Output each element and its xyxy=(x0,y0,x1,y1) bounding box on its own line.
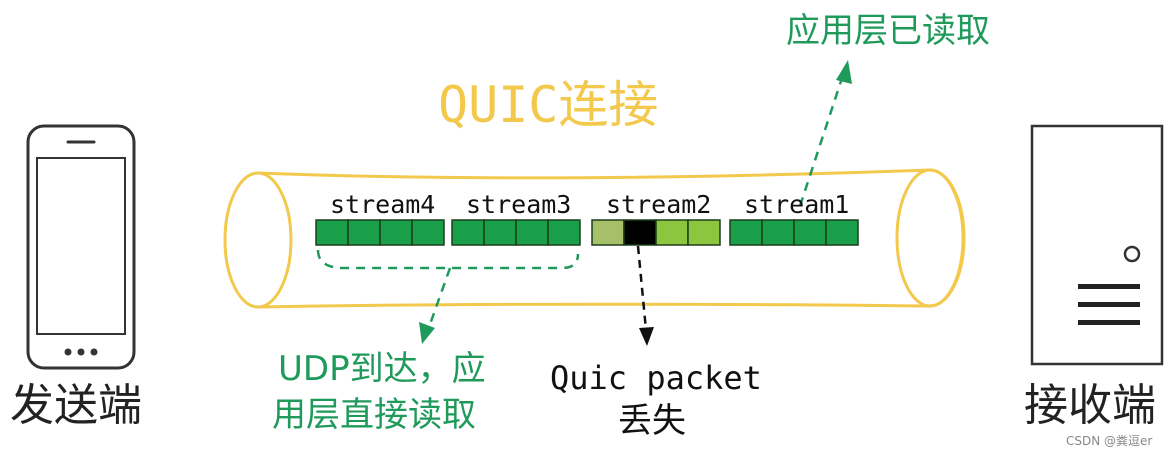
pipe-right-end xyxy=(895,168,965,308)
watermark: CSDN @粪逗er xyxy=(1066,434,1153,448)
packet-stream3-1 xyxy=(451,219,485,246)
received-bracket xyxy=(316,249,580,270)
stream-label-stream1: stream1 xyxy=(744,190,850,219)
app-read-note: 应用层已读取 xyxy=(786,11,990,51)
packet-stream4-3 xyxy=(379,219,413,246)
stream-label-stream3: stream3 xyxy=(466,190,572,219)
pipe-left-end xyxy=(223,171,293,309)
smartphone-icon xyxy=(26,124,136,370)
packet-stream3-4 xyxy=(547,219,581,246)
arrow-app-read xyxy=(798,60,852,207)
packet-stream4-1 xyxy=(315,219,349,246)
arrow-udp xyxy=(419,267,452,344)
packet-stream2-3 xyxy=(655,219,689,246)
receiver-label: 接收端 xyxy=(1024,380,1156,431)
diagram-title: QUIC连接 xyxy=(438,76,659,134)
packet-stream2-1 xyxy=(591,219,625,246)
packet-stream2-2 xyxy=(623,219,657,246)
packet-stream3-3 xyxy=(515,219,549,246)
stream-label-stream4: stream4 xyxy=(330,190,436,219)
packet-stream1-3 xyxy=(793,219,827,246)
stream-packets xyxy=(315,219,859,246)
packet-stream3-2 xyxy=(483,219,517,246)
packet-stream2-4 xyxy=(687,219,721,246)
arrow-lost xyxy=(636,245,654,346)
packet-stream1-4 xyxy=(825,219,859,246)
packet-stream4-4 xyxy=(411,219,445,246)
lost-note-line2: 丢失 xyxy=(618,401,686,441)
server-icon xyxy=(1030,124,1164,366)
sender-label: 发送端 xyxy=(10,380,142,431)
stream-label-stream2: stream2 xyxy=(606,190,712,219)
udp-note-line1: UDP到达，应 xyxy=(278,349,486,389)
packet-stream1-1 xyxy=(729,219,763,246)
packet-stream1-2 xyxy=(761,219,795,246)
lost-note-line1: Quic packet xyxy=(550,359,762,397)
packet-stream4-2 xyxy=(347,219,381,246)
udp-note-line2: 用层直接读取 xyxy=(272,395,476,435)
